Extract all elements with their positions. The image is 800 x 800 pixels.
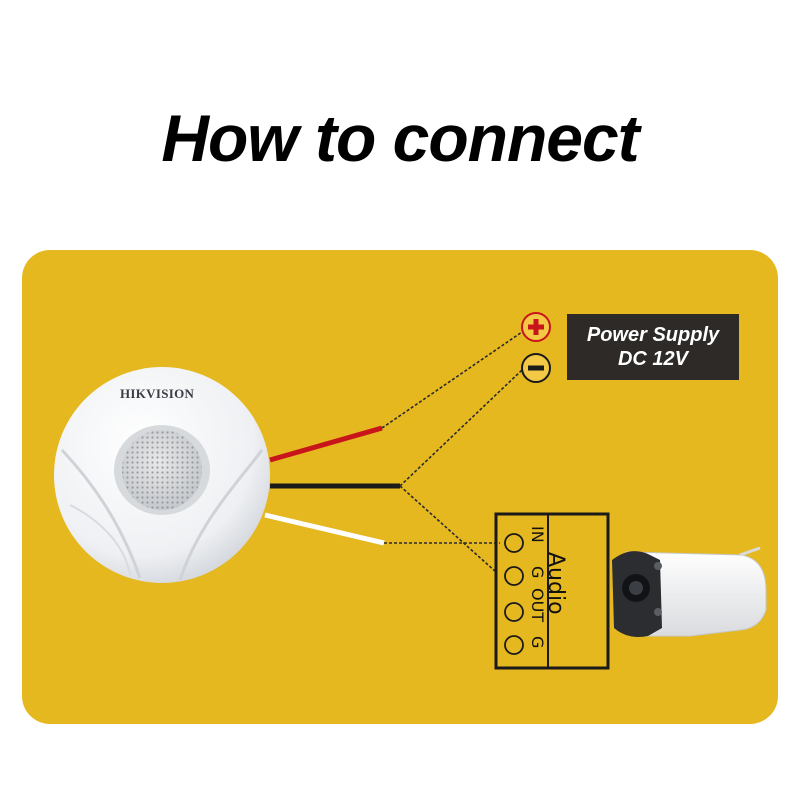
terminal-label-g2: G — [528, 636, 547, 649]
bullet-camera-icon — [612, 546, 767, 637]
power-supply-line1: Power Supply — [586, 324, 720, 346]
terminal-label-in: IN — [528, 526, 547, 543]
plus-terminal-icon — [521, 312, 551, 342]
power-supply-box: Power Supply DC 12V — [567, 314, 739, 380]
black-to-minus — [399, 369, 523, 487]
mic-wires — [264, 425, 400, 546]
black-to-ground — [399, 485, 497, 573]
red-to-plus — [381, 331, 523, 429]
power-supply-line2: DC 12V — [617, 348, 689, 370]
microphone-brand: HIKVISION — [120, 386, 195, 401]
white-wire — [264, 512, 385, 546]
minus-terminal-icon — [521, 353, 551, 383]
connection-lines — [381, 331, 523, 573]
audio-terminal-block — [494, 512, 610, 670]
page-title: How to connect — [161, 101, 639, 175]
audio-label: Audio — [543, 552, 568, 615]
microphone-icon — [54, 367, 270, 583]
red-wire — [269, 425, 383, 463]
